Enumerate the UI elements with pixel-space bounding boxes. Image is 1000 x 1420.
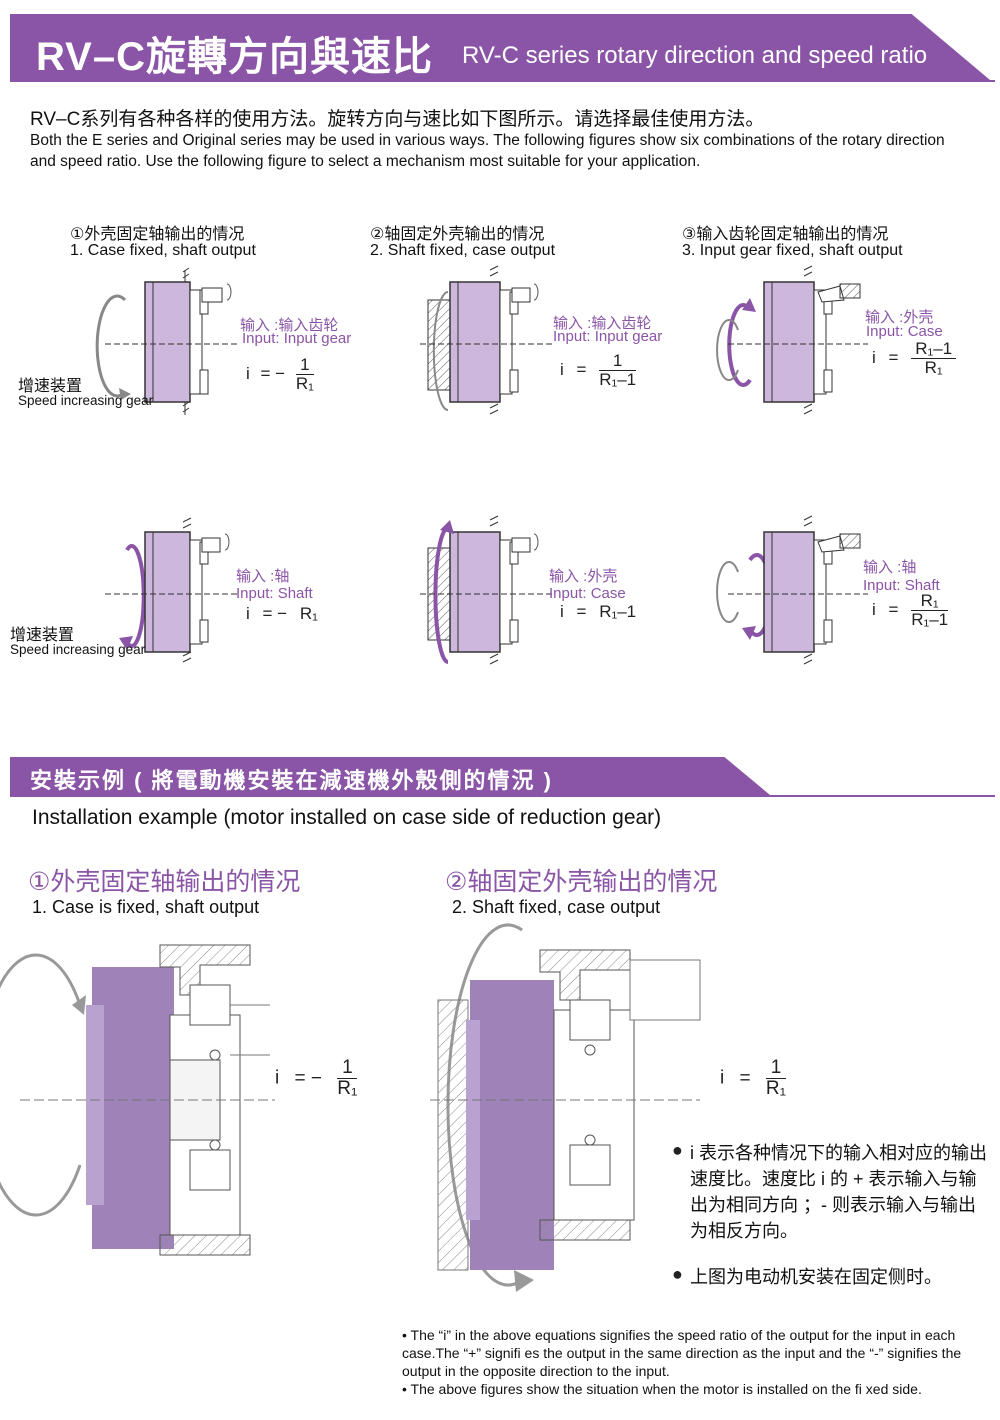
diagram-4-input-en: Input: Shaft [236, 585, 313, 602]
diagram-3-formula: i = R₁–1 R₁ [872, 340, 957, 377]
diagram-4-drawing [105, 517, 240, 663]
formula-i: i [246, 604, 250, 623]
case-3-caption-zh: ③输入齿轮固定轴输出的情况 [682, 226, 889, 243]
page-title-banner: RV–C旋轉方向與速比 RV-C series rotary direction… [10, 14, 990, 80]
formula-sign: = [576, 602, 587, 621]
formula-numerator: 1 [337, 1058, 358, 1079]
note-zh-1: i 表示各种情况下的输入相对应的输出速度比。速度比 i 的 + 表示输入与输出为… [690, 1143, 987, 1241]
formula-numerator: 1 [765, 1058, 787, 1079]
formula-value: R₁ [299, 604, 318, 623]
formula-numerator: R₁ [911, 592, 949, 611]
speed-increasing-zh-1: 增速装置 [18, 378, 83, 395]
bullet-icon: ● [672, 1264, 683, 1284]
formula-denominator: R₁–1 [599, 370, 637, 389]
formula-i: i [560, 359, 564, 379]
diagram-2-input-zh: 输入 :输入齿轮 [553, 315, 652, 332]
install-2-caption-en: 2. Shaft fixed, case output [452, 897, 661, 917]
case-2-caption-zh: ②轴固定外壳输出的情况 [370, 226, 545, 243]
diagram-6-formula: i = R₁ R₁–1 [872, 592, 949, 629]
formula-sign: = − [260, 363, 286, 383]
formula-sign: = [576, 359, 587, 379]
note-en-1: • The “i” in the above equations signifi… [402, 1327, 962, 1379]
diagram-5-drawing [420, 515, 555, 665]
case-3-caption-en: 3. Input gear fixed, shaft output [682, 242, 903, 259]
formula-sign: = − [294, 1067, 322, 1089]
install-2-formula: i = 1 R₁ [720, 1058, 787, 1099]
note-zh-1-block: ● i 表示各种情况下的输入相对应的输出速度比。速度比 i 的 + 表示输入与输… [672, 1140, 990, 1244]
diagram-6-input-en: Input: Shaft [863, 577, 940, 594]
formula-numerator: R₁–1 [911, 340, 957, 359]
formula-i: i [872, 599, 876, 619]
formula-i: i [872, 347, 876, 367]
formula-i: i [560, 602, 564, 621]
section-banner: 安裝示例 ( 將電動機安裝在減速機外殼側的情況 ) [10, 757, 770, 795]
formula-numerator: 1 [599, 352, 637, 371]
formula-sign: = [888, 599, 899, 619]
formula-denominator: R₁–1 [911, 610, 949, 629]
formula-sign: = [739, 1067, 751, 1089]
formula-denominator: R₁ [337, 1078, 358, 1099]
page-title-en: RV-C series rotary direction and speed r… [462, 42, 928, 69]
diagram-1-input-en: Input: Input gear [242, 330, 352, 347]
case-1-caption-en: 1. Case fixed, shaft output [70, 242, 256, 259]
case-2-caption-en: 2. Shaft fixed, case output [370, 242, 556, 259]
intro-en: Both the E series and Original series ma… [30, 132, 945, 170]
intro-zh: RV–C系列有各种各样的使用方法。旋转方向与速比如下图所示。请选择最佳使用方法。 [30, 109, 765, 130]
diagram-6-input-zh: 输入 :轴 [863, 559, 917, 576]
diagram-3-input-zh: 输入 :外壳 [865, 309, 934, 326]
install-1-formula: i = − 1 R₁ [275, 1058, 358, 1099]
diagram-2-formula: i = 1 R₁–1 [560, 352, 637, 389]
diagram-3-drawing [716, 265, 868, 415]
diagram-3-input-en: Input: Case [866, 323, 943, 340]
formula-numerator: 1 [295, 356, 314, 375]
formula-denominator: R₁ [765, 1078, 787, 1099]
section-title-en: Installation example (motor installed on… [32, 806, 662, 829]
section-rule [10, 795, 995, 797]
speed-increasing-en-2: Speed increasing gear [10, 642, 146, 657]
note-en-2: • The above figures show the situation w… [402, 1381, 922, 1397]
diagram-1-formula: i = − 1 R₁ [246, 356, 314, 393]
formula-denominator: R₁ [295, 374, 314, 393]
formula-sign: = [888, 347, 899, 367]
install-1-caption-en: 1. Case is fixed, shaft output [32, 897, 260, 917]
diagram-5-input-zh: 输入 :外壳 [549, 568, 618, 585]
formula-sign: = − [262, 604, 288, 623]
diagram-4-formula: i = − R₁ [246, 604, 318, 624]
install-2-caption-zh: ②轴固定外壳输出的情况 [445, 868, 718, 896]
install-1-drawing [0, 944, 275, 1256]
page-title-zh: RV–C旋轉方向與速比 [36, 35, 433, 79]
diagram-1-input-zh: 输入 :输入齿轮 [240, 317, 339, 334]
diagram-2-input-en: Input: Input gear [553, 328, 663, 345]
speed-increasing-zh-2: 增速装置 [10, 627, 75, 644]
header-rule [10, 80, 995, 82]
diagram-5-input-en: Input: Case [549, 585, 626, 602]
diagram-6-drawing [716, 515, 868, 665]
install-2-drawing [430, 923, 701, 1292]
formula-i: i [720, 1067, 725, 1089]
notes-en: • The “i” in the above equations signifi… [402, 1326, 987, 1398]
install-1-caption-zh: ①外壳固定轴输出的情况 [28, 868, 301, 896]
note-zh-2: 上图为电动机安装在固定侧时。 [690, 1267, 942, 1287]
diagram-5-formula: i = R₁–1 [560, 602, 636, 622]
speed-increasing-en-1: Speed increasing gear [18, 393, 154, 408]
formula-value: R₁–1 [599, 602, 637, 621]
formula-i: i [275, 1067, 280, 1089]
case-1-caption-zh: ①外壳固定轴输出的情况 [70, 226, 245, 243]
diagram-2-drawing [420, 265, 555, 415]
section-title-zh: 安裝示例 ( 將電動機安裝在減速機外殼側的情況 ) [30, 768, 553, 793]
formula-denominator: R₁ [924, 358, 943, 377]
diagram-1-drawing [95, 267, 240, 415]
diagram-4-input-zh: 输入 :轴 [236, 568, 290, 585]
formula-i: i [246, 363, 250, 383]
bullet-icon: ● [672, 1140, 683, 1160]
note-zh-2-block: ● 上图为电动机安装在固定侧时。 [672, 1264, 990, 1290]
